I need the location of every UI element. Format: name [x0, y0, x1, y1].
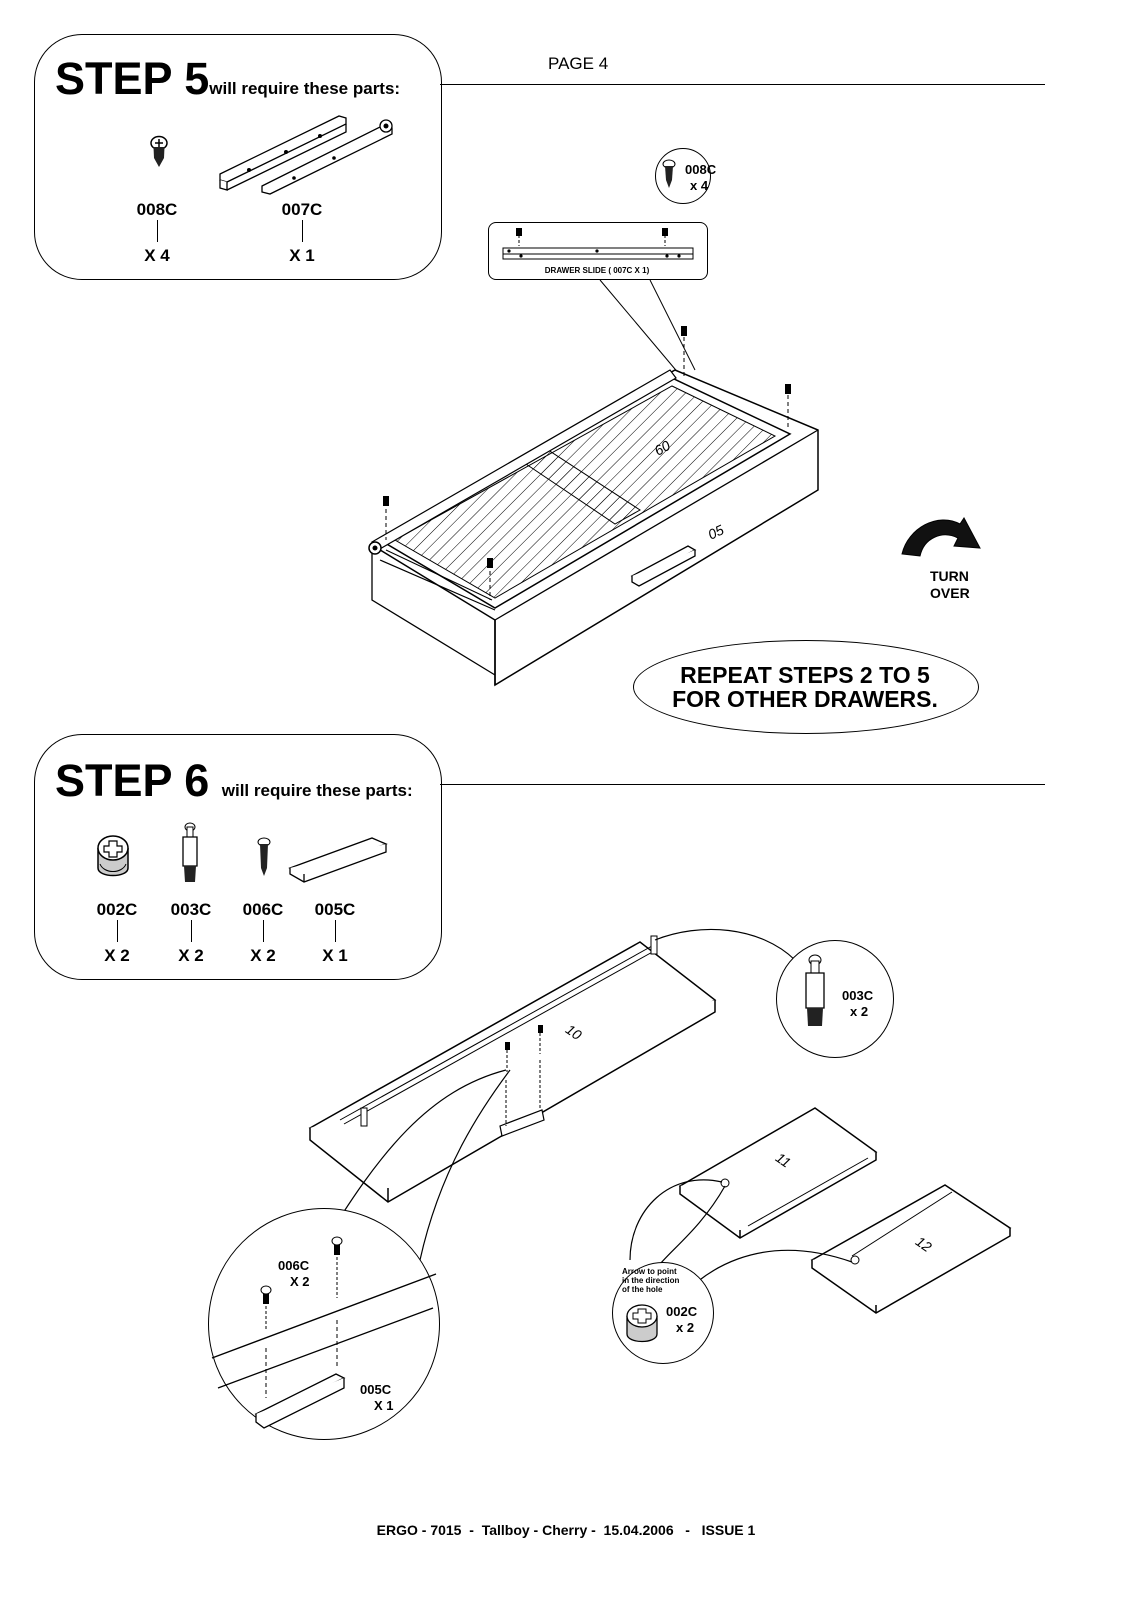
screw-callout-circle — [655, 148, 711, 204]
step6-title: STEP 6 will require these parts: — [55, 758, 413, 813]
step5-part2-tick — [302, 220, 303, 242]
step6-part2-qty: X 2 — [178, 946, 204, 965]
step5-title: STEP 5will require these parts: — [55, 56, 400, 111]
step6-part4-qty: X 1 — [322, 946, 348, 965]
step6-part2-tick — [191, 920, 192, 942]
step5-rule — [440, 84, 1045, 85]
screw-callout-code: 008C — [685, 162, 717, 177]
turn-over-label-line1: TURN — [930, 568, 969, 584]
bolt-callout-qty: x 2 — [850, 1004, 869, 1019]
screw-icon — [150, 135, 168, 167]
step5-part1-tick — [157, 220, 158, 242]
document-footer: ERGO - 7015 - Tallboy - Cherry - 15.04.2… — [376, 1522, 756, 1538]
handle-detail-drawing — [211, 1236, 437, 1429]
dowel-bolt-icon — [182, 822, 198, 882]
drawer-assembly-illustration — [368, 279, 819, 687]
step6-part4-tick — [335, 920, 336, 942]
cam-callout-note-line1: Arrow to point — [622, 1267, 677, 1276]
repeat-note-line2: FOR OTHER DRAWERS. — [672, 686, 938, 712]
drawer-slide-icon — [219, 115, 393, 195]
step5-title-text: STEP 5 — [55, 53, 210, 104]
bolt-callout-code: 003C — [842, 988, 874, 1003]
repeat-note-ellipse — [633, 640, 979, 734]
dowel-bolt-icon — [805, 954, 825, 1026]
turn-over-arrow-icon — [901, 517, 981, 557]
cam-callout-code: 002C — [666, 1304, 698, 1319]
step6-part2-code: 003C — [170, 900, 212, 919]
step6-part1-code: 002C — [96, 900, 138, 919]
handle-icon — [288, 837, 388, 883]
step5-part2-qty: X 1 — [289, 246, 315, 265]
step6-part4-code: 005C — [314, 900, 356, 919]
step5-part1-qty: X 4 — [144, 246, 170, 265]
turn-over-label-line2: OVER — [930, 585, 970, 601]
handle-detail-circle — [208, 1208, 440, 1440]
repeat-note-line1: REPEAT STEPS 2 TO 5 — [680, 662, 930, 688]
screw-callout-qty: x 4 — [690, 178, 709, 193]
bolt-callout-circle — [776, 940, 894, 1058]
drawer-slide-label: DRAWER SLIDE ( 007C X 1) — [544, 266, 650, 275]
page-label: PAGE 4 — [548, 54, 609, 73]
handle-callout-qty: X 1 — [374, 1398, 394, 1413]
cam-lock-icon — [626, 1304, 658, 1343]
cam-lock-icon — [97, 835, 129, 877]
step5-parts-box — [34, 34, 442, 280]
screws-callout-code: 006C — [278, 1258, 310, 1273]
step6-part3-tick — [263, 920, 264, 942]
step5-subtitle: will require these parts: — [209, 79, 401, 98]
drawer-slide-callout-drawing — [502, 228, 694, 260]
screws-callout-qty: X 2 — [290, 1274, 310, 1289]
cam-callout-note-line3: of the hole — [622, 1285, 663, 1294]
screw-icon — [662, 159, 676, 188]
panels-assembly-illustration — [308, 928, 1012, 1314]
handle-callout-code: 005C — [360, 1382, 392, 1397]
cam-callout-qty: x 2 — [676, 1320, 695, 1335]
step6-rule — [440, 784, 1045, 785]
step6-part1-qty: X 2 — [104, 946, 130, 965]
step5-part2-code: 007C — [281, 200, 323, 219]
long-screw-icon — [257, 837, 271, 876]
cam-callout-circle — [612, 1262, 714, 1364]
step6-subtitle: will require these parts: — [221, 781, 413, 800]
step5-part1-code: 008C — [136, 200, 178, 219]
step6-part3-qty: X 2 — [250, 946, 276, 965]
cam-callout-note-line2: in the direction — [622, 1276, 680, 1285]
step6-part1-tick — [117, 920, 118, 942]
step6-title-text: STEP 6 — [55, 755, 210, 806]
step6-part3-code: 006C — [242, 900, 284, 919]
